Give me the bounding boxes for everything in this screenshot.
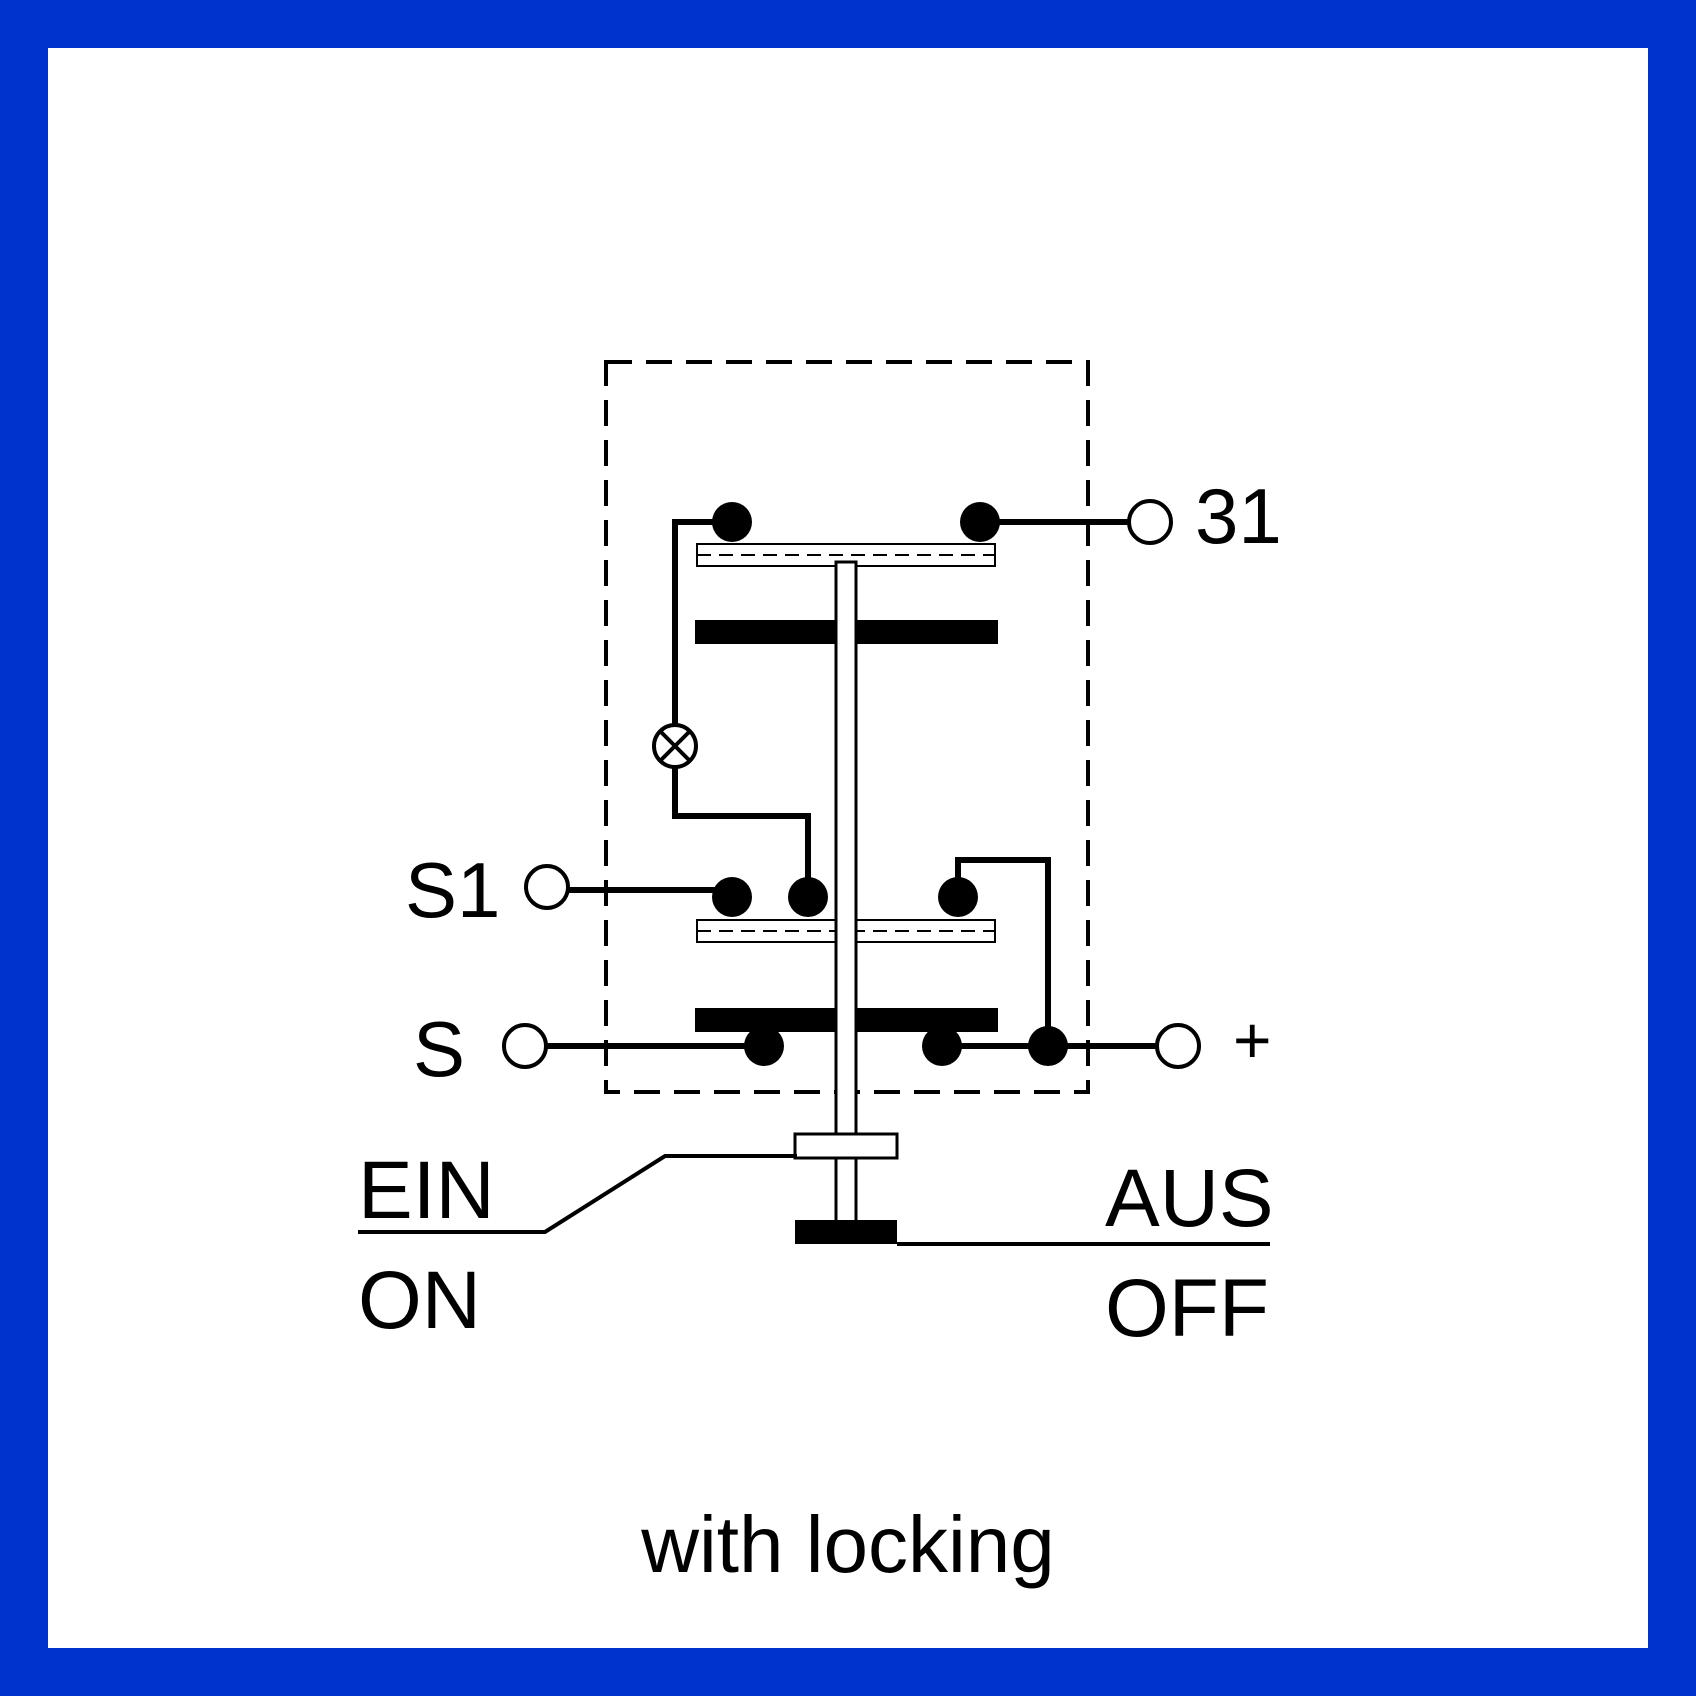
terminal-s-circle: [502, 1023, 548, 1069]
on-label: ON: [358, 1255, 481, 1346]
terminal-31-circle: [1127, 499, 1173, 545]
terminal-s-label: S: [413, 1005, 465, 1093]
off-label: OFF: [1105, 1263, 1269, 1354]
contact-dot: [938, 877, 978, 917]
contact-dots: [712, 502, 1068, 1066]
locking-collar: [793, 1132, 899, 1160]
contact-dot: [788, 877, 828, 917]
lamp-icon: [652, 723, 698, 769]
contact-dot: [960, 502, 1000, 542]
terminal-s1-circle: [524, 864, 570, 910]
terminal-plus-circle: [1155, 1023, 1201, 1069]
contact-dot: [712, 502, 752, 542]
terminal-plus-label: +: [1233, 1003, 1272, 1077]
terminal-31-label: 31: [1195, 472, 1282, 560]
push-button-base: [795, 1220, 897, 1244]
terminal-s1-label: S1: [405, 846, 500, 934]
contact-dot: [922, 1026, 962, 1066]
caption: with locking: [640, 1500, 1055, 1589]
contact-dot: [1028, 1026, 1068, 1066]
ein-lever-line: [358, 1154, 797, 1234]
contact-dot: [712, 877, 752, 917]
ein-label: EIN: [358, 1145, 495, 1236]
contact-dot: [744, 1026, 784, 1066]
aus-label: AUS: [1105, 1153, 1274, 1244]
wire-lamp-lower: [672, 764, 811, 895]
